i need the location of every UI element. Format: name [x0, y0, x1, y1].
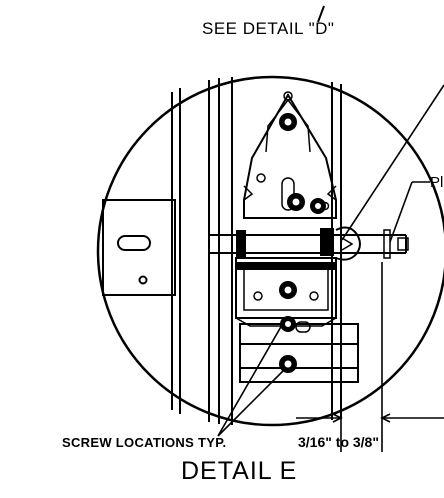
- partial-label: Pl: [430, 174, 444, 191]
- screw: [280, 316, 296, 332]
- screw-locations-label: SCREW LOCATIONS TYP.: [62, 435, 227, 450]
- hinge-plate: [243, 91, 337, 219]
- mounting-bracket: [102, 199, 176, 296]
- detail-caption: DETAIL E: [181, 457, 298, 485]
- detail-d-reference: SEE DETAIL "D": [202, 19, 335, 38]
- leader-lines: [217, 84, 444, 437]
- bearing-blocks: [236, 228, 336, 270]
- track-frame: [171, 77, 342, 425]
- screw: [310, 198, 326, 214]
- screw: [279, 355, 297, 373]
- detail-d-leader: [317, 5, 325, 23]
- screw: [287, 193, 305, 211]
- detail-circle: [96, 75, 444, 427]
- dimension-range-label: 3/16" to 3/8": [298, 434, 379, 450]
- dimension-lines: [296, 262, 444, 452]
- screw: [279, 113, 297, 131]
- track-plates: [239, 321, 359, 383]
- screw: [279, 281, 297, 299]
- screws: [279, 113, 326, 373]
